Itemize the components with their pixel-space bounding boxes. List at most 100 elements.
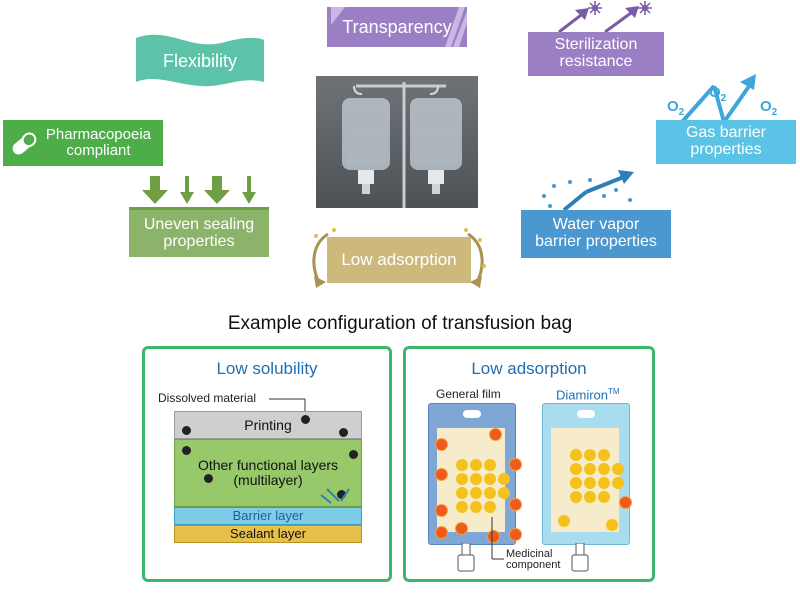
medicinal-component-dot [498, 473, 510, 485]
medicinal-component-label: Medicinal component [506, 549, 560, 571]
adsorbed-component-dot [436, 469, 447, 480]
sterilization-tag: Sterilization resistance [528, 32, 664, 76]
flexibility-tag: Flexibility [140, 46, 260, 76]
adsorbed-component-dot [436, 527, 447, 538]
sealant-layer-label: Sealant layer [230, 526, 306, 541]
gas-barrier-label-1: Gas barrier [685, 124, 767, 142]
sealant-layer: Sealant layer [174, 525, 362, 543]
o2-label-2: O2 [709, 84, 727, 104]
medicinal-component-dot [612, 463, 624, 475]
dissolved-dot [339, 428, 348, 437]
medicinal-leader-line [491, 517, 504, 560]
medicinal-component-dot [456, 487, 468, 499]
transfusion-bag-photo [316, 76, 478, 208]
printing-layer: Printing [174, 411, 362, 439]
low-adsorption-panel-title: Low adsorption [471, 359, 587, 378]
flexibility-label: Flexibility [162, 50, 237, 71]
water-vapor-tag: Water vapor barrier properties [521, 210, 671, 258]
radiation-arrows-icon [558, 1, 652, 34]
adsorbed-component-dot [456, 523, 467, 534]
capsule-icon [12, 132, 37, 155]
general-bag-port [457, 543, 475, 572]
flexibility-banner [136, 34, 264, 87]
pharmacopoeia-tag: Pharmacopoeia compliant [3, 120, 163, 166]
water-vapor-arrow-icon [542, 170, 634, 212]
general-film-label: General film [436, 387, 501, 401]
low-solubility-title: Low solubility [216, 359, 318, 378]
printing-layer-label: Printing [244, 417, 292, 433]
medicinal-label-2: component [506, 559, 561, 571]
low-solubility-panel: Low solubility Dissolved material Printi… [142, 346, 392, 582]
adsorbed-component-dot [510, 499, 521, 510]
diamiron-name: Diamiron [556, 387, 609, 403]
dissolved-material-label: Dissolved material [158, 391, 257, 405]
bag-hanger-hole [463, 410, 481, 418]
low-adsorption-panel: Low adsorption General film DiamironTM M… [403, 346, 655, 582]
dissolved-dot [349, 450, 358, 459]
downward-arrows-icon [142, 176, 256, 204]
glass-shine-icon [331, 7, 467, 47]
dissolved-dot [182, 446, 191, 455]
sterilization-label-2: resistance [559, 53, 633, 70]
medicinal-component-dot [470, 487, 482, 499]
medicinal-component-dot [598, 463, 610, 475]
adsorbed-component-dot [510, 529, 521, 540]
medicinal-component-dot [612, 477, 624, 489]
other-functional-label-2: (multilayer) [233, 472, 303, 488]
medicinal-component-dot [584, 449, 596, 461]
pharmacopoeia-label-1: Pharmacopoeia [45, 126, 151, 144]
adsorbed-component-dot [510, 459, 521, 470]
medicinal-component-dot [570, 449, 582, 461]
medicinal-component-dot [598, 477, 610, 489]
o2-label-1: O2 [667, 98, 685, 118]
medicinal-component-dot [620, 497, 631, 508]
medicinal-component-dot [570, 477, 582, 489]
medicinal-label-1: Medicinal [506, 548, 553, 560]
adsorbed-component-dot [488, 531, 499, 542]
sterilization-label-1: Sterilization [554, 36, 638, 54]
uneven-sealing-tag: Uneven sealing properties [129, 207, 269, 257]
other-functional-label-1: Other functional layers [197, 457, 339, 473]
water-vapor-label-1: Water vapor [552, 216, 640, 234]
medicinal-component-dot [484, 473, 496, 485]
medicinal-component-dot [456, 459, 468, 471]
bag-hanger-hole [577, 410, 595, 418]
oxygen-arrow-icon [680, 74, 756, 124]
iv-bags-image [342, 82, 462, 208]
dissolved-dot [204, 474, 213, 483]
medicinal-component-dot [606, 519, 618, 531]
dissolved-dot [337, 490, 346, 499]
medicinal-component-dot [570, 491, 582, 503]
water-vapor-label-2: barrier properties [535, 233, 657, 250]
medicinal-component-dot [456, 501, 468, 513]
diamiron-bag-port [571, 543, 589, 572]
gas-barrier-tag: Gas barrier properties [656, 120, 796, 164]
barrier-layer-label: Barrier layer [232, 508, 304, 523]
medicinal-component-dot [498, 487, 510, 499]
low-adsorption-tag: Low adsorption [327, 237, 471, 283]
medicinal-component-dot [470, 501, 482, 513]
medicinal-component-dot [484, 487, 496, 499]
adsorbed-component-dot [490, 429, 501, 440]
medicinal-component-dot [558, 515, 570, 527]
medicinal-component-dot [598, 449, 610, 461]
medicinal-component-dot [470, 459, 482, 471]
medicinal-component-dot [470, 473, 482, 485]
medicinal-component-dot [570, 463, 582, 475]
pharmacopoeia-label-2: compliant [66, 142, 131, 159]
dissolved-dot [301, 415, 310, 424]
o2-label-3: O2 [760, 98, 778, 118]
diagram-heading: Example configuration of transfusion bag [227, 313, 573, 334]
uneven-sealing-label-2: properties [163, 232, 235, 250]
medicinal-component-dot [484, 501, 496, 513]
low-adsorption-label: Low adsorption [341, 250, 457, 270]
medicinal-component-dot [584, 491, 596, 503]
barrier-layer: Barrier layer [174, 507, 362, 525]
uneven-sealing-label-1: Uneven sealing [143, 215, 255, 233]
adsorbed-component-dot [436, 505, 447, 516]
diamiron-label: DiamironTM [556, 387, 620, 402]
medicinal-component-dot [584, 477, 596, 489]
medicinal-component-dot [584, 463, 596, 475]
migration-lines-icon [320, 488, 350, 504]
medicinal-component-dot [484, 459, 496, 471]
